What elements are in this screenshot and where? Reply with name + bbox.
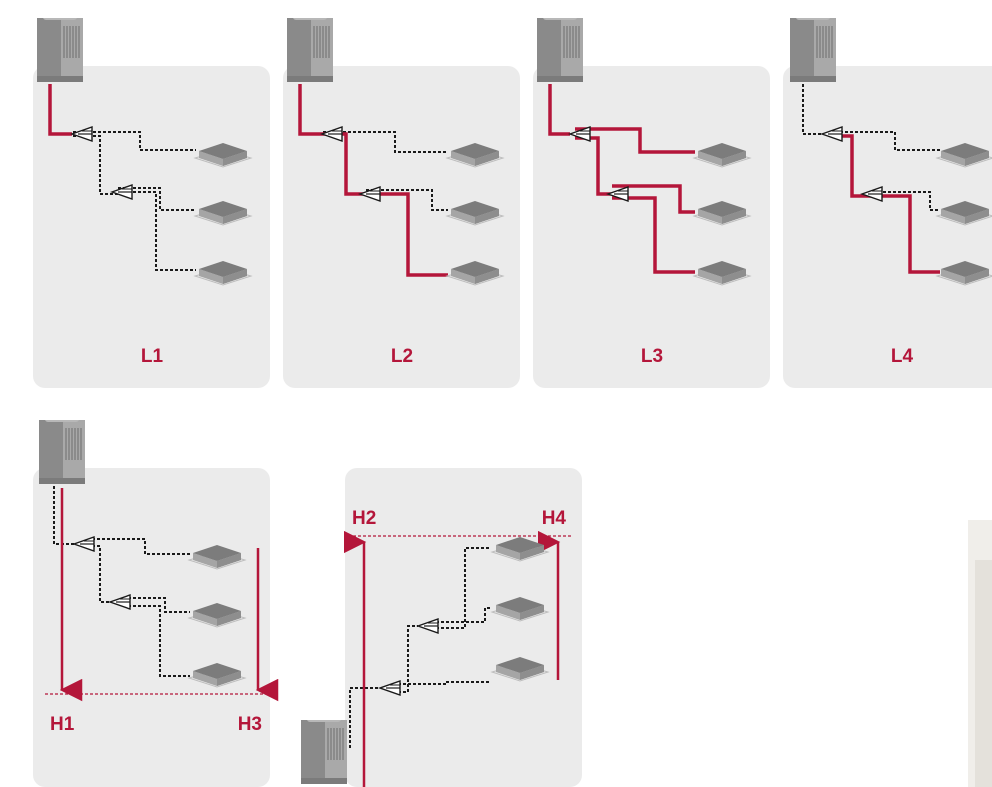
- building-photo-fragment: [968, 520, 992, 787]
- outdoor-unit-icon: [790, 18, 836, 82]
- panel-h2-h4: H2 H4: [301, 468, 582, 787]
- panel-l2: L2: [283, 18, 520, 388]
- outdoor-unit-icon: [287, 18, 333, 82]
- main-pipe: [298, 84, 448, 277]
- panel-background: [33, 468, 270, 787]
- height-label-h2: H2: [352, 508, 376, 529]
- dotted-pipes: [802, 84, 940, 211]
- panel-l4: L4: [783, 18, 992, 388]
- dotted-pipes: [73, 131, 196, 271]
- outdoor-unit-icon: [537, 18, 583, 82]
- main-pipes: [548, 84, 695, 274]
- panel-background: [783, 66, 992, 388]
- panel-label: L1: [141, 346, 164, 367]
- height-label-h3: H3: [238, 714, 262, 735]
- panel-background: [283, 66, 520, 388]
- panel-l3: L3: [533, 18, 770, 388]
- height-label-h4: H4: [542, 508, 567, 529]
- outdoor-unit-icon: [301, 720, 347, 784]
- panel-label: L4: [891, 346, 914, 367]
- panel-h1-h3: H1 H3: [33, 420, 279, 787]
- outdoor-unit-icon: [37, 18, 83, 82]
- panel-l1: L1: [33, 18, 270, 388]
- panel-label: L2: [391, 346, 413, 367]
- outdoor-unit-icon: [39, 420, 85, 484]
- panel-background: [33, 66, 270, 388]
- panel-background: [533, 66, 770, 388]
- height-label-h1: H1: [50, 714, 75, 735]
- main-pipe: [48, 84, 72, 136]
- panel-label: L3: [641, 346, 663, 367]
- dotted-pipes: [323, 131, 448, 211]
- dotted-pipes: [53, 486, 190, 677]
- dotted-pipes: [349, 547, 490, 748]
